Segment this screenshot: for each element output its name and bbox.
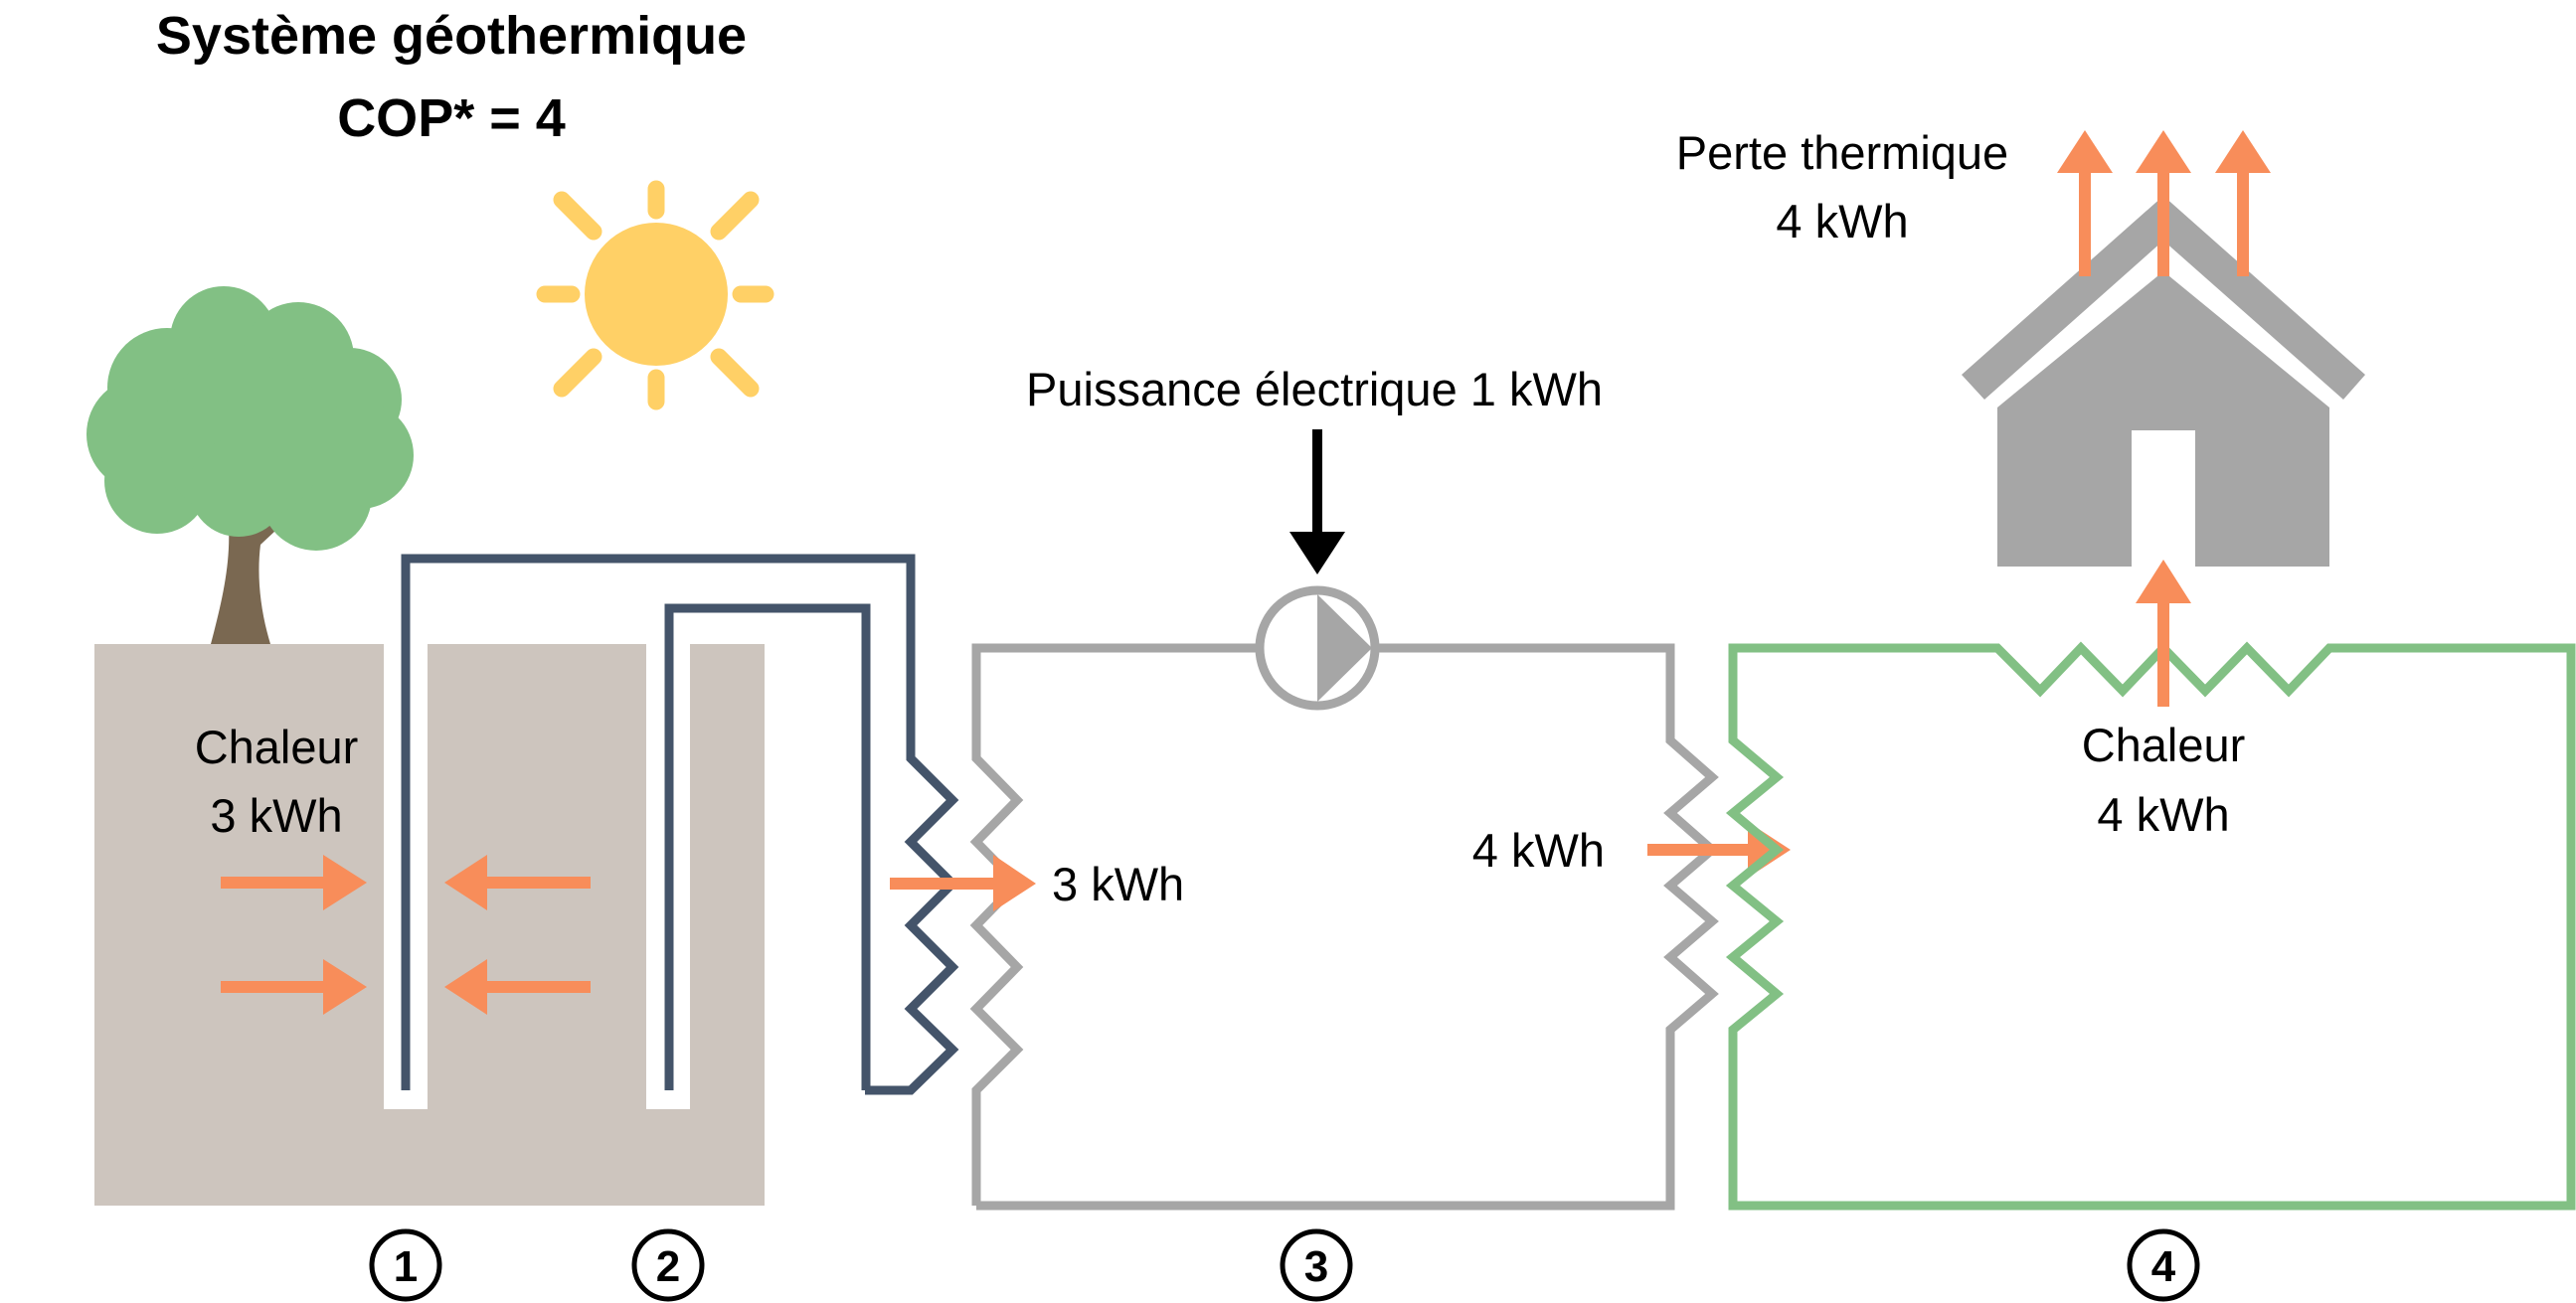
heat-arrow-left-icon [444,855,591,910]
evaporator-energy-label: 3 kWh [1052,858,1184,910]
compressor-icon [1255,585,1380,711]
heat-loss-arrow-icon [2136,130,2191,276]
heat-arrow-right-icon [221,855,367,910]
evaporator-heat-arrow-icon [890,855,1036,911]
ground-heat-arrows [221,855,591,1015]
refrigerant-loop-pipe [969,643,1719,1211]
svg-text:4: 4 [2151,1242,2176,1291]
tree-icon [86,286,414,644]
heating-loop-pipe [1725,641,2576,1211]
heat-loss-label: Perte thermique [1676,126,2008,179]
stage-marker-4: 4 [2127,1228,2200,1302]
svg-text:1: 1 [394,1242,418,1291]
heat-loss-arrow-icon [2215,130,2271,276]
house-heat-value: 4 kWh [2097,788,2229,841]
condenser-energy-label: 4 kWh [1472,824,1605,877]
svg-text:3: 3 [1304,1242,1328,1291]
heat-arrow-left-icon [444,959,591,1015]
electric-input-label: Puissance électrique 1 kWh [1026,363,1603,415]
stage-marker-3: 3 [1280,1228,1353,1302]
stage-marker-2: 2 [631,1228,705,1302]
condenser-heat-arrow-icon [1647,822,1791,878]
house-heat-arrow-icon [2136,560,2191,707]
title-line-1: Système géothermique [156,6,747,66]
heat-loss-arrow-icon [2057,130,2113,276]
sun-icon [536,180,774,410]
heat-loss-arrows [2057,130,2271,276]
house-heat-label: Chaleur [2082,719,2246,771]
stage-marker-1: 1 [369,1228,442,1302]
ground-heat-label: Chaleur [195,721,359,773]
svg-text:2: 2 [656,1242,680,1291]
electric-input-arrow-icon [1289,429,1345,574]
heat-loss-value: 4 kWh [1776,195,1908,247]
ground-heat-value: 3 kWh [210,789,342,842]
heat-arrow-right-icon [221,959,367,1015]
ground-loop-inner-pipe [664,603,871,1090]
title-line-2: COP* = 4 [337,88,566,148]
